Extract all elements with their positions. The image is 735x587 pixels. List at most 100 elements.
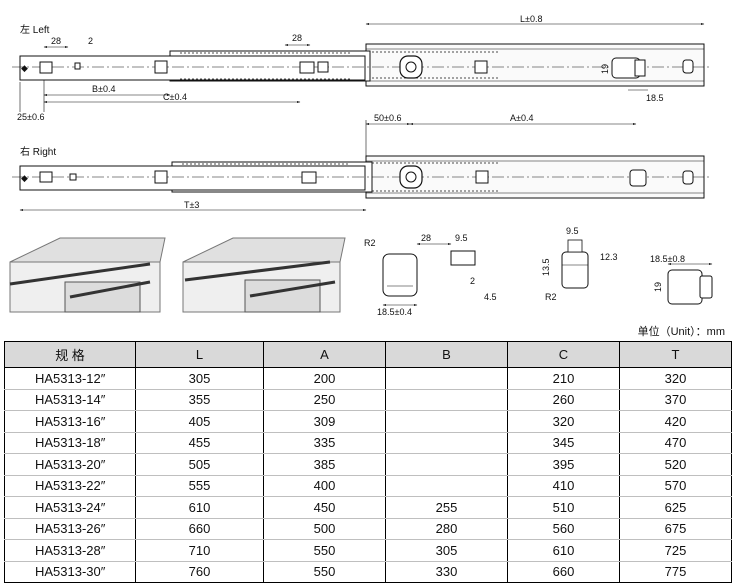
svg-text:◆: ◆ <box>21 173 28 183</box>
cell-model: HA5313-28″ <box>4 539 136 562</box>
block-dim-9-5: 9.5 <box>566 226 579 236</box>
header-A: A <box>263 341 386 368</box>
cell-T: 570 <box>619 474 732 497</box>
cell-B: 305 <box>385 539 508 562</box>
dim-28-mid: 28 <box>292 33 302 43</box>
cell-L: 455 <box>135 431 264 454</box>
detail-cap: 18.5±0.8 19 <box>650 254 713 305</box>
dim-L: L±0.8 <box>520 14 542 24</box>
cell-C: 410 <box>507 474 620 497</box>
cell-L: 555 <box>135 474 264 497</box>
cell-C: 345 <box>507 431 620 454</box>
cell-L: 710 <box>135 539 264 562</box>
detail-block: 9.5 12.3 13.5 R2 <box>541 226 618 302</box>
cell-L: 305 <box>135 367 264 390</box>
cell-model: HA5313-26″ <box>4 517 136 540</box>
cell-A: 500 <box>263 517 386 540</box>
cell-C: 560 <box>507 517 620 540</box>
cell-T: 320 <box>619 367 732 390</box>
cell-L: 610 <box>135 496 264 519</box>
cell-B: 330 <box>385 560 508 583</box>
cell-B <box>385 388 508 411</box>
cell-T: 370 <box>619 388 732 411</box>
cell-L: 405 <box>135 410 264 433</box>
dim-offset-25: 25±0.6 <box>17 112 44 122</box>
cell-T: 420 <box>619 410 732 433</box>
cell-L: 660 <box>135 517 264 540</box>
left-view-title: 左 Left <box>20 23 50 36</box>
unit-note: 单位（Unit）：mm <box>637 326 725 338</box>
tab-dim-4-5: 4.5 <box>484 292 497 302</box>
right-view-title: 右 Right <box>20 145 56 158</box>
cell-model: HA5313-12″ <box>4 367 136 390</box>
cell-C: 610 <box>507 539 620 562</box>
cell-B: 280 <box>385 517 508 540</box>
header-C: C <box>507 341 620 368</box>
cell-model: HA5313-18″ <box>4 431 136 454</box>
dim-B: B±0.4 <box>92 84 115 94</box>
dim-A: A±0.4 <box>510 113 533 123</box>
cell-C: 510 <box>507 496 620 519</box>
cabinet-illustration-closed <box>9 237 166 313</box>
cell-C: 395 <box>507 453 620 476</box>
dim-18-5: 18.5 <box>646 93 664 103</box>
cell-T: 725 <box>619 539 732 562</box>
cell-T: 625 <box>619 496 732 519</box>
cell-A: 450 <box>263 496 386 519</box>
dim-19: 19 <box>600 64 610 74</box>
header-T: T <box>619 341 732 368</box>
detail-tab: 28 9.5 R2 2 4.5 18.5±0.4 <box>364 233 497 317</box>
block-r2: R2 <box>545 292 557 302</box>
cell-A: 335 <box>263 431 386 454</box>
cell-A: 250 <box>263 388 386 411</box>
cell-B <box>385 367 508 390</box>
tab-dim-9-5: 9.5 <box>455 233 468 243</box>
cell-T: 775 <box>619 560 732 583</box>
header-spec: 规 格 <box>4 341 136 368</box>
cell-C: 660 <box>507 560 620 583</box>
cell-L: 355 <box>135 388 264 411</box>
cell-C: 320 <box>507 410 620 433</box>
cell-T: 520 <box>619 453 732 476</box>
cap-dim-18-5: 18.5±0.8 <box>650 254 685 264</box>
cell-A: 550 <box>263 560 386 583</box>
tab-dim-18-5: 18.5±0.4 <box>377 307 412 317</box>
left-view: 左 Left ◆ 28 2 <box>12 14 710 122</box>
dim-C: C±0.4 <box>163 92 187 102</box>
table-header-row: 规 格 L A B C T <box>4 341 732 368</box>
tab-dim-28: 28 <box>421 233 431 243</box>
cell-model: HA5313-24″ <box>4 496 136 519</box>
cell-B <box>385 431 508 454</box>
cell-A: 385 <box>263 453 386 476</box>
block-dim-13-5: 13.5 <box>541 258 551 276</box>
cell-L: 760 <box>135 560 264 583</box>
cell-A: 550 <box>263 539 386 562</box>
block-dim-12-3: 12.3 <box>600 252 618 262</box>
cell-C: 210 <box>507 367 620 390</box>
cell-B <box>385 410 508 433</box>
cell-L: 505 <box>135 453 264 476</box>
cell-model: HA5313-16″ <box>4 410 136 433</box>
cell-B <box>385 453 508 476</box>
dim-T: T±3 <box>184 200 199 210</box>
right-view: 右 Right ◆ 50±0.6 A±0.4 T±3 <box>12 113 710 212</box>
cabinet-illustration-open <box>182 237 346 313</box>
header-B: B <box>385 341 508 368</box>
cap-dim-19: 19 <box>653 282 663 292</box>
dim-28-top: 28 <box>51 36 61 46</box>
tab-dim-2: 2 <box>470 276 475 286</box>
dim-2-top: 2 <box>88 36 93 46</box>
cell-A: 309 <box>263 410 386 433</box>
cell-model: HA5313-20″ <box>4 453 136 476</box>
